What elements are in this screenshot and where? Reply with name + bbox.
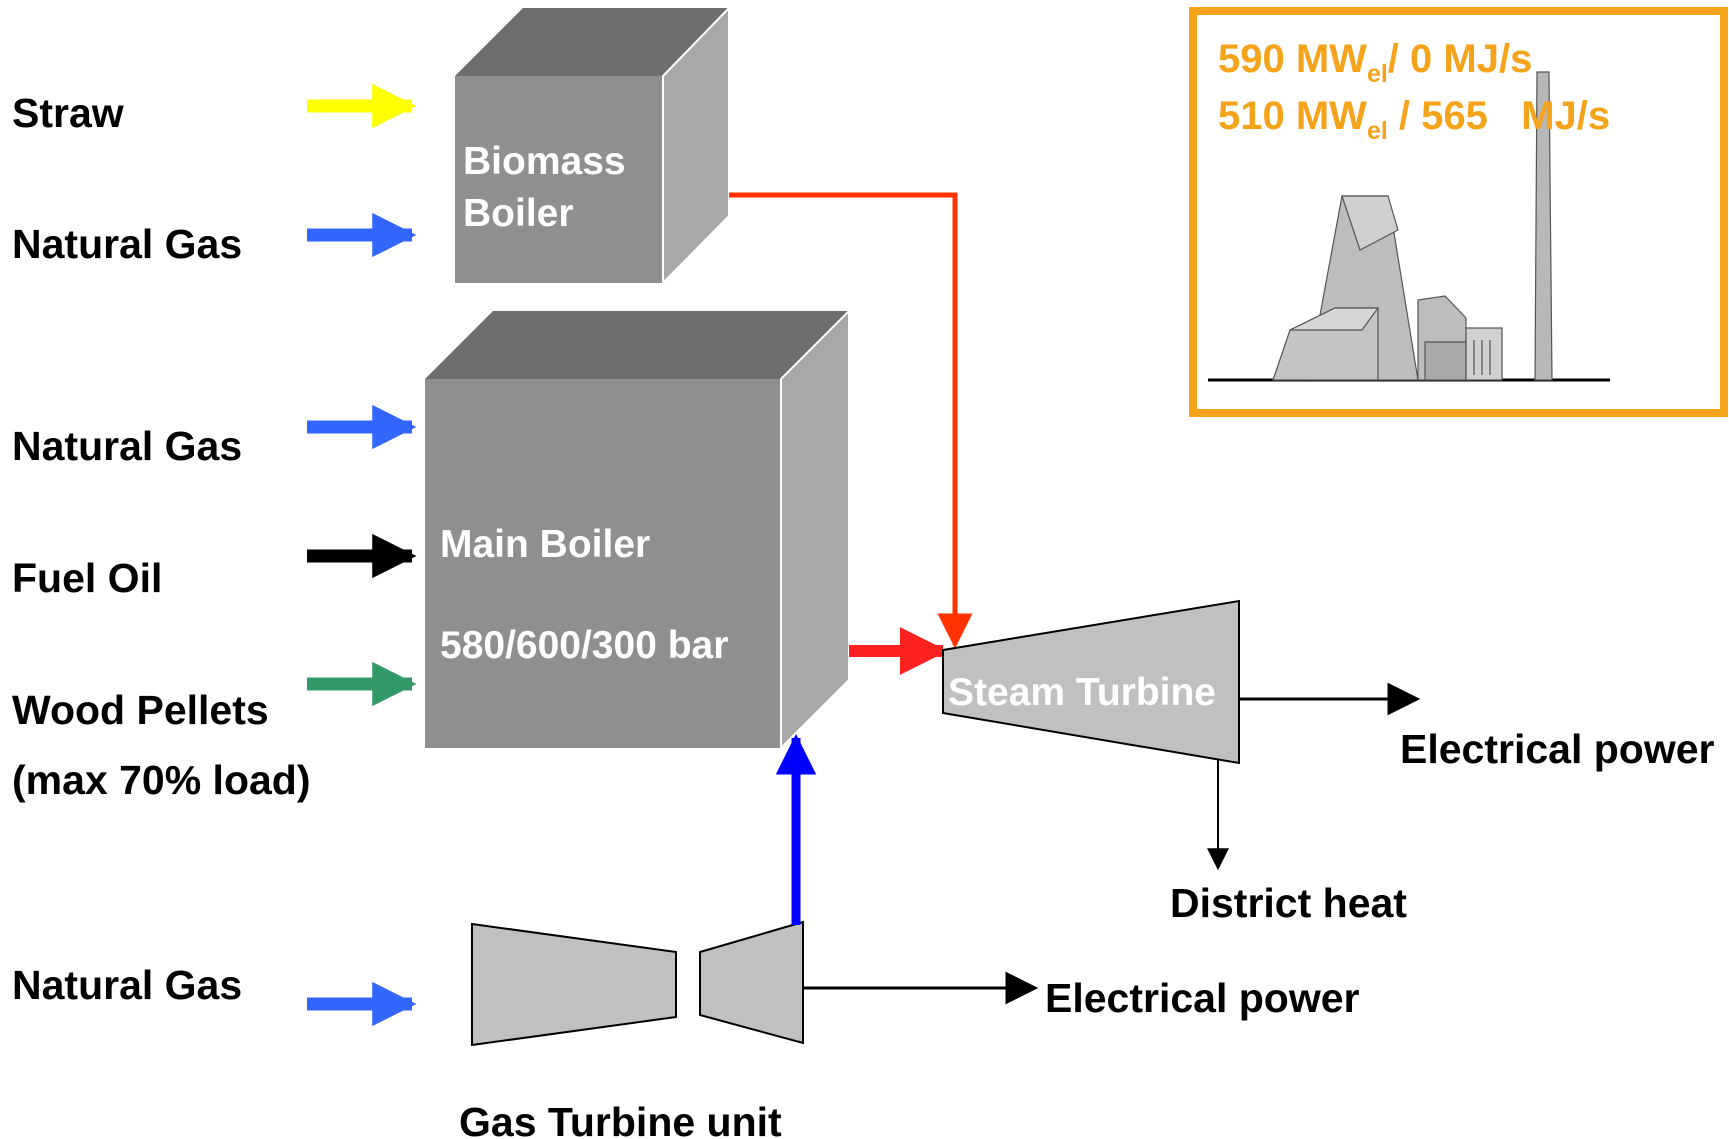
info-line-1: 590 MWel/ 0 MJ/s <box>1218 37 1532 88</box>
steam-turbine-label: Steam Turbine <box>948 671 1216 714</box>
gas-compressor-shape <box>471 922 677 1047</box>
info-line-1-sub: el <box>1367 60 1388 88</box>
label-fuel-oil: Fuel Oil <box>12 555 162 601</box>
biomass-steam-line <box>729 192 973 649</box>
biomass-boiler-label-1: Biomass <box>463 140 626 183</box>
info-line-1-value: 590 MW <box>1218 37 1367 81</box>
label-straw: Straw <box>12 90 124 136</box>
district-heat-label: District heat <box>1170 880 1407 926</box>
label-wood-pellets: Wood Pellets <box>12 687 269 733</box>
gas-turbine-shape <box>699 920 804 1045</box>
gas-turbine-unit-label: Gas Turbine unit <box>459 1099 782 1139</box>
biomass-boiler-box <box>455 5 730 286</box>
label-natural-gas-gt: Natural Gas <box>12 962 242 1008</box>
electrical-power-gas-label: Electrical power <box>1045 975 1360 1021</box>
info-line-2-sub: el <box>1367 117 1388 145</box>
info-line-2: 510 MWel / 565 MJ/s <box>1218 94 1610 145</box>
main-boiler-spec: 580/600/300 bar <box>440 624 728 667</box>
electrical-power-steam-label: Electrical power <box>1400 726 1715 772</box>
main-boiler-label: Main Boiler <box>440 523 650 566</box>
label-wood-pellets-note: (max 70% load) <box>12 757 311 803</box>
main-boiler-box <box>425 308 850 751</box>
steam-turbine-shape <box>942 599 1240 765</box>
power-plant-illustration <box>1208 71 1610 382</box>
label-natural-gas-main: Natural Gas <box>12 423 242 469</box>
info-line-2-value: 510 MW <box>1218 94 1367 138</box>
label-natural-gas-biomass: Natural Gas <box>12 221 242 267</box>
biomass-boiler-label-2: Boiler <box>463 192 574 235</box>
info-line-2-rest: / 565 MJ/s <box>1388 94 1610 138</box>
info-line-1-rest: / 0 MJ/s <box>1388 37 1533 81</box>
